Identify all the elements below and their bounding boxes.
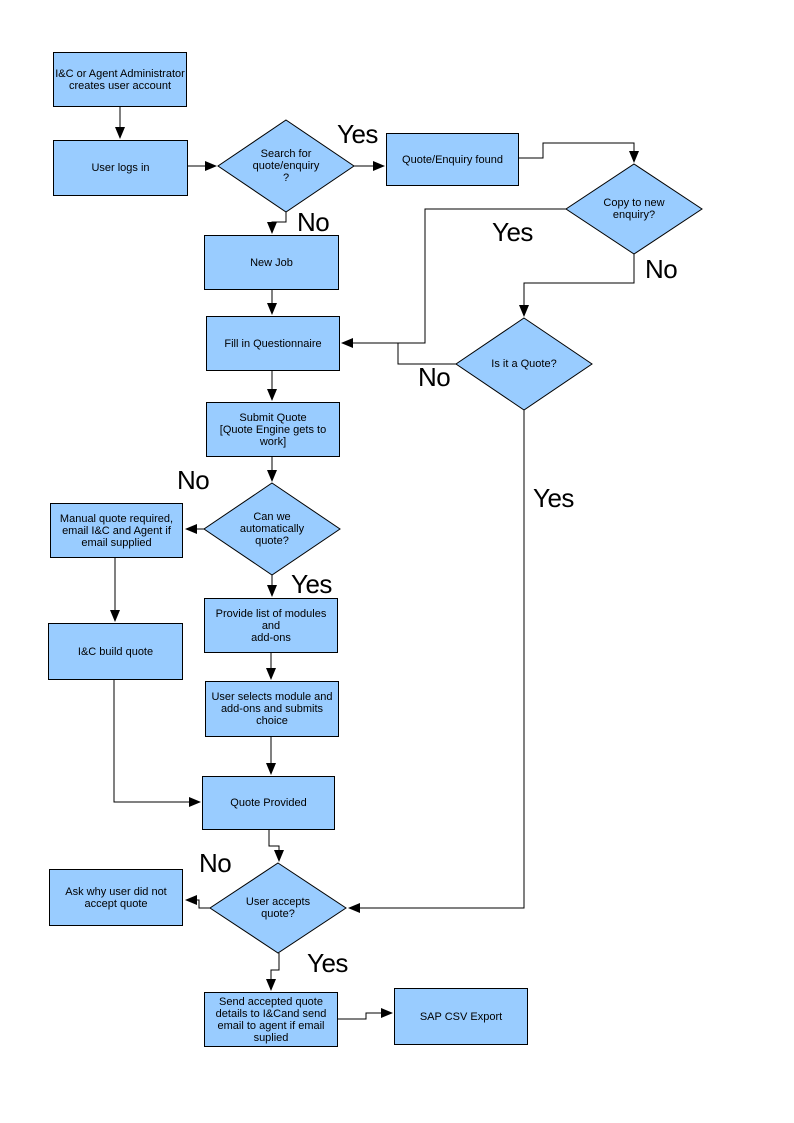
node-sap-csv-export: SAP CSV Export: [394, 988, 528, 1045]
connector-copy-yes-to-questionnaire: [341, 208, 566, 348]
branch-label-copy-no: No: [645, 254, 678, 284]
branch-label-copy-yes: Yes: [492, 217, 533, 247]
connector-isquote-yes-to-accepts: [348, 410, 525, 913]
connector-found-to-copy: [519, 142, 639, 163]
decision-label-canwe: Can we automatically quote?: [239, 511, 305, 547]
decision-label-copy: Copy to new enquiry?: [603, 197, 665, 221]
node-new-job: New Job: [204, 235, 339, 290]
node-provide-list-modules: Provide list of modules and add-ons: [204, 598, 338, 653]
decision-search-diamond: [217, 119, 355, 213]
node-quote-enquiry-found: Quote/Enquiry found: [386, 133, 519, 186]
decision-copy-diamond: [565, 163, 703, 255]
decision-label-search: Search for quote/enquiry ?: [252, 148, 320, 184]
node-send-accepted-quote: Send accepted quote details to I&Cand se…: [204, 992, 338, 1047]
branch-label-isquote-yes: Yes: [533, 483, 574, 513]
connector-provided-to-accepts: [268, 830, 284, 862]
connector-accepts-no-to-askwhy: [185, 895, 210, 909]
node-quote-provided: Quote Provided: [202, 776, 335, 830]
node-create-account: I&C or Agent Administrator creates user …: [53, 52, 187, 107]
node-submit-quote: Submit Quote [Quote Engine gets to work]: [206, 402, 340, 457]
connector-isquote-no-join: [397, 343, 456, 365]
node-user-logs-in: User logs in: [53, 140, 188, 196]
connector-accepts-yes-to-send: [266, 953, 280, 991]
node-ic-build-quote: I&C build quote: [48, 623, 183, 680]
decision-label-isquote: Is it a Quote?: [491, 358, 557, 370]
decision-label-accepts: User accepts quote?: [245, 896, 311, 920]
branch-label-isquote-no: No: [418, 362, 451, 392]
connector-build-to-provided: [113, 680, 201, 807]
decision-accepts-diamond: [209, 862, 347, 954]
branch-label-canwe-no: No: [177, 465, 210, 495]
branch-label-search-no: No: [297, 207, 330, 237]
node-fill-in-questionnaire: Fill in Questionnaire: [206, 316, 340, 371]
connector-search-no-to-newjob: [267, 212, 287, 234]
connector-send-to-sap: [338, 1008, 393, 1020]
connector-copy-no-to-isquote: [519, 254, 635, 317]
branch-label-canwe-yes: Yes: [291, 569, 332, 599]
decision-isquote-diamond: [455, 317, 593, 411]
branch-label-accepts-yes: Yes: [307, 948, 348, 978]
node-manual-quote-required: Manual quote required, email I&C and Age…: [50, 503, 183, 558]
branch-label-accepts-no: No: [199, 848, 232, 878]
node-user-selects-module: User selects module and add-ons and subm…: [205, 681, 339, 737]
branch-label-search-yes: Yes: [337, 119, 378, 149]
decision-canwe-diamond: [203, 482, 341, 576]
node-ask-why-not-accept: Ask why user did not accept quote: [49, 869, 183, 926]
